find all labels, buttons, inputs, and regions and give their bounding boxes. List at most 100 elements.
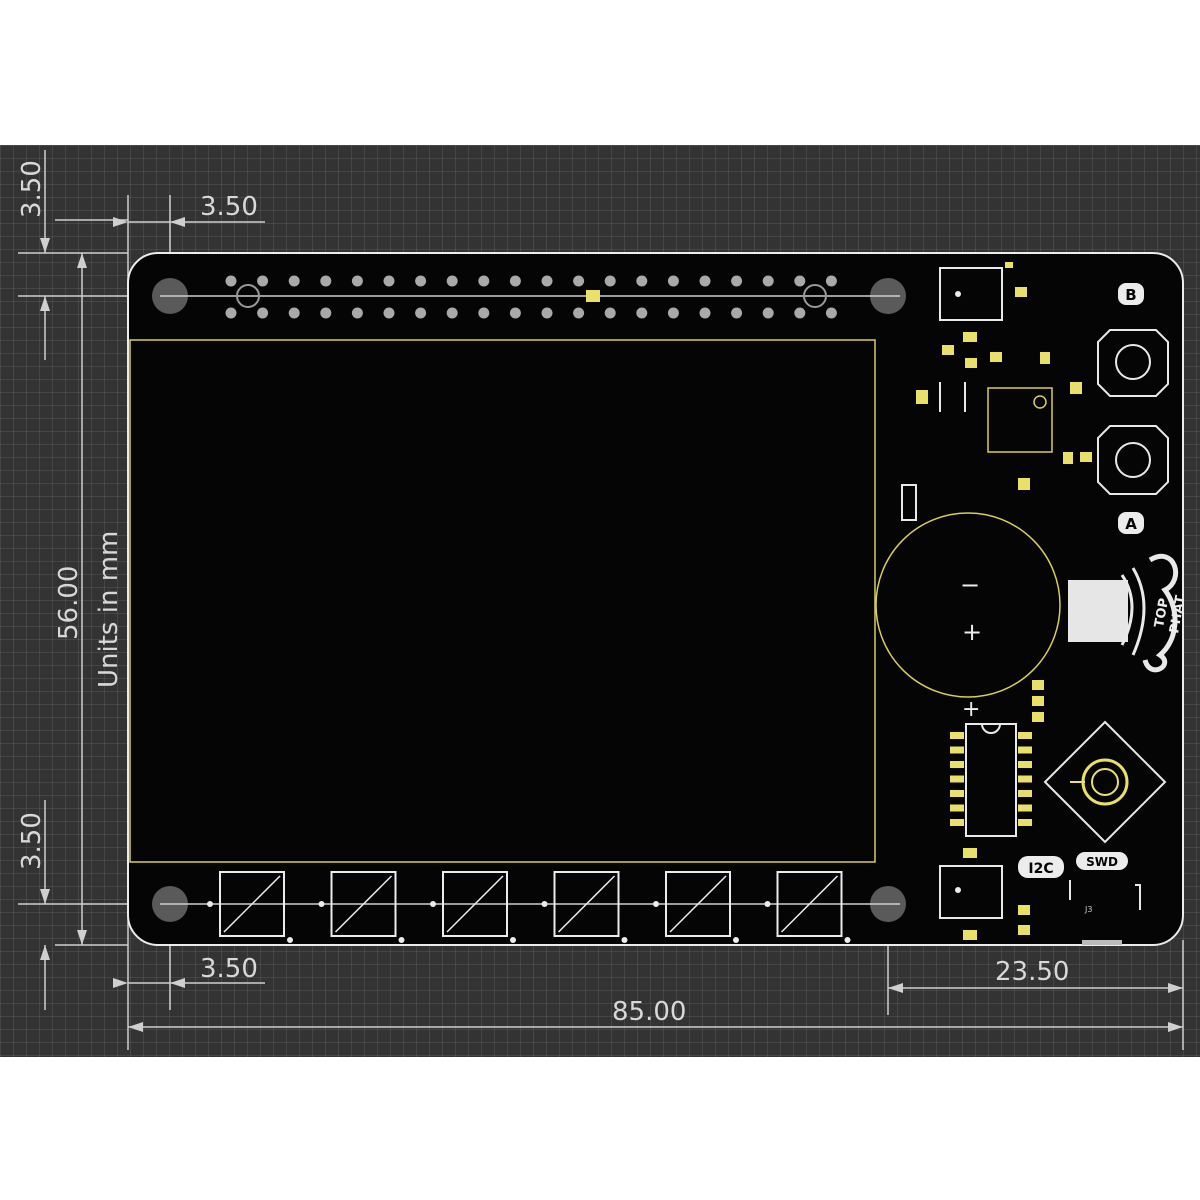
- gpio-pin: [509, 275, 521, 287]
- ic-pad: [1018, 804, 1032, 812]
- led-package: [553, 871, 620, 937]
- led-package: [776, 871, 843, 937]
- gpio-pin: [762, 275, 774, 287]
- ic-pad: [950, 790, 964, 797]
- gpio-header: [225, 275, 837, 319]
- led-orientation-line: [446, 875, 504, 933]
- i2c-label-badge: I2C: [1018, 856, 1064, 878]
- led-pin1-marker: [207, 901, 213, 907]
- dim-top-margin: 3.50: [17, 160, 47, 218]
- ic-pad: [1018, 819, 1032, 826]
- joystick[interactable]: [1043, 720, 1167, 844]
- led-pin1-marker: [430, 901, 436, 907]
- gpio-pin: [478, 307, 490, 319]
- gpio-pin: [257, 307, 269, 319]
- led-orientation-line: [669, 875, 727, 933]
- top-phat-logo: TOP PHAT: [1142, 553, 1189, 673]
- i2c-label: I2C: [1028, 861, 1053, 877]
- ic-pad: [1018, 732, 1032, 739]
- ic-pad: [1018, 790, 1032, 797]
- dim-units-caption: Units in mm: [94, 531, 124, 688]
- gpio-pin: [762, 307, 774, 319]
- gpio-pin: [225, 307, 237, 319]
- gpio-pin: [731, 307, 743, 319]
- logo-text-top: TOP: [1152, 597, 1172, 629]
- led-pin1-marker: [764, 901, 771, 907]
- led-connector-label: J3: [1084, 905, 1092, 914]
- dim-right-offset: 23.50: [995, 957, 1069, 987]
- gpio-pin: [573, 275, 585, 287]
- gpio-pin: [604, 307, 616, 319]
- led-pin-marker: [287, 937, 293, 943]
- button-b-label: B: [1125, 286, 1136, 304]
- dim-board-height: 56.00: [54, 566, 84, 640]
- led-row: [207, 871, 851, 943]
- gpio-pin: [573, 307, 585, 319]
- gpio-pin: [351, 275, 363, 287]
- svg-text:+: +: [962, 697, 980, 722]
- battery-holder: − +: [875, 484, 1061, 698]
- ic-pad: [950, 819, 964, 826]
- ic-pad: [950, 775, 964, 783]
- connector-top-right: [939, 262, 1027, 342]
- led-package: [219, 871, 285, 937]
- mcu-chip: [916, 345, 1092, 490]
- led-package: [665, 871, 731, 937]
- gpio-pin: [446, 307, 458, 319]
- gpio-pin: [636, 275, 648, 287]
- gpio-pin: [383, 307, 395, 319]
- led-pin1-marker: [653, 901, 659, 907]
- led-package: [442, 871, 508, 937]
- led-orientation-line: [223, 875, 281, 933]
- led-package: [330, 871, 397, 937]
- led-pin1-marker: [318, 901, 325, 907]
- led-pin-marker: [510, 937, 516, 943]
- gpio-pin: [320, 307, 332, 319]
- gpio-pin: [667, 275, 679, 287]
- ic-pad: [1018, 761, 1032, 768]
- battery-minus-label: −: [960, 571, 980, 599]
- led-pin-marker: [733, 937, 739, 943]
- button-b[interactable]: B: [1097, 283, 1169, 397]
- led-orientation-line: [334, 875, 393, 933]
- dim-board-width: 85.00: [612, 997, 686, 1027]
- gpio-pin: [288, 275, 300, 287]
- gpio-alignment-ring: [236, 284, 260, 308]
- speaker-component: [1068, 567, 1146, 656]
- ic-pad: [1018, 775, 1032, 783]
- button-a[interactable]: A: [1097, 425, 1169, 534]
- gpio-pin: [699, 275, 711, 287]
- gpio-alignment-ring: [803, 284, 827, 308]
- dim-left-margin-bottom: 3.50: [200, 954, 258, 984]
- gpio-pin: [604, 275, 616, 287]
- gpio-pin: [509, 307, 521, 319]
- dim-bottom-margin: 3.50: [17, 812, 47, 870]
- gpio-pin: [351, 307, 363, 319]
- logo-text-phat: PHAT: [1167, 594, 1188, 634]
- led-orientation-line: [557, 875, 616, 933]
- display-outline: [129, 339, 876, 863]
- dim-left-margin-top: 3.50: [200, 192, 258, 222]
- gpio-pin: [699, 307, 711, 319]
- pcb-board-outline: [127, 252, 1184, 946]
- gpio-pin: [825, 275, 837, 287]
- gpio-pin: [636, 307, 648, 319]
- ic-pad: [950, 804, 964, 812]
- led-pin-marker: [621, 937, 628, 943]
- ic-pad: [950, 746, 964, 754]
- pcb-drawing-area: 3.50 3.50 56.00 Units in mm 3.50 3.50 23…: [0, 145, 1200, 1057]
- gpio-pin: [415, 275, 427, 287]
- gpio-pin: [478, 275, 490, 287]
- led-pin-marker: [398, 937, 405, 943]
- led-pin1-marker: [541, 901, 548, 907]
- gpio-pin: [794, 307, 806, 319]
- gpio-pin: [415, 307, 427, 319]
- battery-plus-label: +: [962, 618, 982, 646]
- gpio-pin: [541, 275, 553, 287]
- audio-ic: +: [950, 680, 1044, 837]
- swd-label: SWD: [1086, 855, 1118, 869]
- gpio-smd-pad: [586, 290, 600, 302]
- gpio-pin: [825, 307, 837, 319]
- connector-bottom-right: J3: [939, 848, 1141, 945]
- ic-pad: [950, 761, 964, 768]
